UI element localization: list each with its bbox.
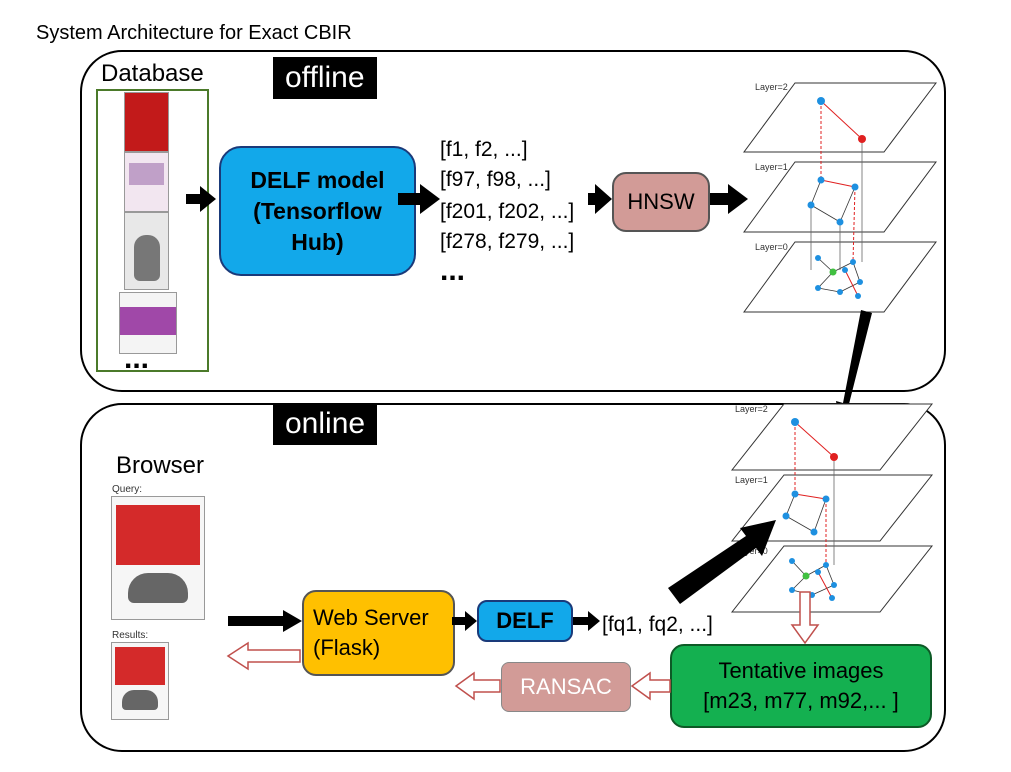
online-hnsw-graph — [730, 403, 934, 613]
web-server-line-2: (Flask) — [313, 635, 381, 660]
features-ellipsis: ... — [440, 254, 466, 287]
arrow-offline-to-online-graph — [836, 310, 872, 426]
tentative-images-box: Tentative images [m23, m77, m92,... ] — [670, 644, 932, 728]
arrow-hnsw-to-graph — [710, 184, 748, 214]
tentative-line-1: Tentative images — [718, 658, 884, 683]
feature-list-item: [f201, f202, ...] — [440, 200, 575, 223]
arrow-browser-to-webserver — [228, 610, 302, 632]
offline-layer-label-2: Layer=2 — [755, 82, 788, 92]
tentative-line-2: [m23, m77, m92,... ] — [703, 688, 899, 713]
web-server-line-1: Web Server — [313, 605, 429, 630]
results-label: Results: — [112, 630, 149, 641]
search-arrow — [668, 520, 776, 604]
feature-list-item: [f278, f279, ...] — [440, 230, 575, 253]
query-features: [fq1, fq2, ...] — [602, 613, 713, 636]
book-cover-ml-with-python — [119, 292, 177, 354]
arrow-ransac-to-webserver — [454, 671, 501, 701]
arrow-delf-to-features — [398, 184, 440, 214]
delf-model-line-2: (Tensorflow — [253, 197, 382, 224]
online-layer-label-2: Layer=2 — [735, 404, 768, 414]
delf-box: DELF — [477, 600, 573, 642]
database-container — [96, 89, 209, 372]
ransac-box: RANSAC — [501, 662, 631, 712]
arrow-delf-to-features — [573, 611, 600, 631]
query-label: Query: — [112, 484, 143, 495]
book-cover-dont-make-me-think — [124, 92, 169, 152]
online-tag: online — [273, 403, 378, 445]
arrow-webserver-to-delf — [452, 611, 477, 631]
database-ellipsis: ... — [124, 342, 150, 375]
book-cover-superintelligence — [124, 212, 169, 290]
offline-layer-label-1: Layer=1 — [755, 162, 788, 172]
database-label: Database — [101, 60, 204, 87]
hnsw-box: HNSW — [612, 172, 710, 232]
query-book-cover — [111, 496, 205, 620]
offline-tag: offline — [273, 57, 377, 99]
book-cover-python-reference — [124, 152, 169, 212]
result-book-cover — [111, 642, 169, 720]
delf-model-line-3: Hub) — [291, 228, 344, 255]
online-layer-label-1: Layer=1 — [735, 475, 768, 485]
arrow-database-to-delf — [186, 186, 216, 212]
web-server-box: Web Server (Flask) — [302, 590, 455, 676]
arrow-tentative-to-ransac — [630, 671, 671, 701]
delf-model-box: DELF model (Tensorflow Hub) — [219, 146, 416, 276]
offline-layer-label-0: Layer=0 — [755, 242, 788, 252]
arrow-webserver-to-results — [226, 641, 301, 671]
arrow-features-to-hnsw — [588, 184, 612, 214]
browser-label: Browser — [116, 452, 205, 479]
diagram-title: System Architecture for Exact CBIR — [36, 22, 352, 44]
feature-list-item: [f97, f98, ...] — [440, 168, 551, 191]
offline-hnsw-graph — [743, 82, 938, 313]
arrow-graph-to-tentative — [790, 591, 820, 645]
delf-model-line-1: DELF model — [250, 166, 385, 193]
feature-list-item: [f1, f2, ...] — [440, 138, 528, 161]
